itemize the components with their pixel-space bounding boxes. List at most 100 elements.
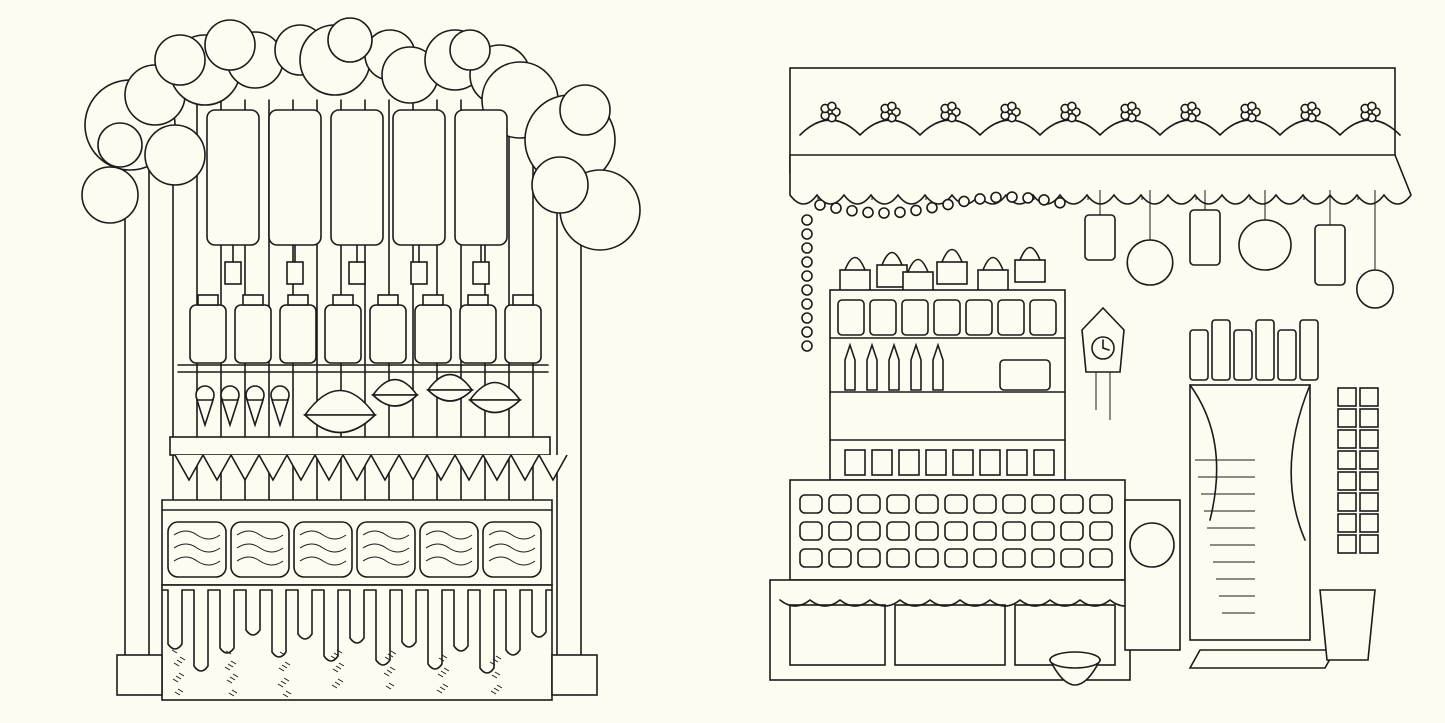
- bunting-flag: [314, 454, 344, 482]
- pastry: [857, 548, 881, 568]
- candy-dispensers: [206, 109, 508, 285]
- bunting-flag: [202, 454, 232, 482]
- sprinkle: [490, 690, 497, 695]
- cup: [1006, 449, 1028, 476]
- pastry: [1060, 494, 1084, 514]
- pastry: [1089, 548, 1113, 568]
- flower-petal: [1307, 101, 1317, 112]
- greeting-card: [1359, 492, 1379, 512]
- candy-swirl: [236, 556, 284, 566]
- sprinkle: [278, 667, 285, 672]
- cup: [979, 449, 1001, 476]
- candy-swirl: [299, 543, 347, 553]
- sprinkle: [436, 689, 443, 694]
- garland-bead: [1038, 194, 1050, 206]
- sprinkle: [438, 657, 445, 662]
- plant-leaves: [982, 256, 1004, 271]
- plant-pot: [1014, 259, 1046, 283]
- greeting-card: [1359, 450, 1379, 470]
- sprinkle: [230, 660, 237, 665]
- greeting-card: [1359, 513, 1379, 533]
- balloon: [327, 17, 373, 63]
- sprinkle: [338, 662, 345, 667]
- jar-lid: [197, 294, 219, 306]
- candy-jar: [369, 304, 407, 364]
- sprinkle: [227, 663, 234, 668]
- sprinkle: [282, 693, 289, 698]
- garland-bead: [1054, 196, 1066, 209]
- sprinkle: [171, 649, 178, 654]
- pastry: [1002, 548, 1026, 568]
- sprinkle: [336, 649, 343, 654]
- pastry: [1060, 548, 1084, 568]
- jar-lid: [377, 294, 399, 306]
- cup: [898, 449, 920, 476]
- sprinkle: [439, 686, 446, 691]
- sprinkle: [386, 669, 393, 674]
- sprinkle: [384, 656, 391, 661]
- pastry: [973, 494, 997, 514]
- counter-base-with-drips: [161, 584, 553, 701]
- lantern: [1126, 239, 1174, 286]
- garland-bead: [846, 204, 858, 217]
- candy-swirl: [425, 543, 473, 553]
- pastry: [944, 521, 968, 541]
- sundae-bowl: [371, 394, 419, 407]
- sprinkle: [489, 661, 496, 666]
- candy-tray: [293, 521, 353, 578]
- pastry: [1060, 521, 1084, 541]
- sprinkle: [283, 677, 290, 682]
- flower-petal: [1187, 101, 1197, 112]
- pastry: [828, 494, 852, 514]
- flower-petal: [947, 101, 957, 112]
- flower-petal: [1247, 101, 1257, 112]
- greeting-card: [1359, 471, 1379, 491]
- garland-bead: [894, 206, 906, 219]
- candy-swirl: [488, 543, 536, 553]
- pastry: [886, 548, 910, 568]
- lantern: [1084, 214, 1116, 261]
- sprinkle: [179, 656, 186, 661]
- sprinkle: [228, 692, 235, 697]
- sprinkle: [177, 688, 184, 693]
- sprinkle: [495, 655, 502, 660]
- candy-swirl: [173, 543, 221, 553]
- pastry: [886, 494, 910, 514]
- flower-petal: [1067, 101, 1077, 112]
- pastry: [973, 548, 997, 568]
- candy-jar: [504, 304, 542, 364]
- greeting-card: [1359, 534, 1379, 554]
- bunting-flag: [230, 454, 260, 482]
- candy-jar: [459, 304, 497, 364]
- greeting-card: [1337, 429, 1357, 449]
- bunting-flag: [538, 454, 568, 482]
- lantern: [1238, 219, 1292, 271]
- pastry: [799, 521, 823, 541]
- sprinkle: [176, 659, 183, 664]
- ice-cream-cone: [245, 399, 265, 428]
- pastry: [915, 521, 939, 541]
- back-jar: [1211, 319, 1231, 381]
- sprinkle: [442, 683, 449, 688]
- sprinkle: [172, 678, 179, 683]
- garland-bead: [926, 201, 938, 214]
- flower-petal: [887, 101, 897, 112]
- shelf-jar: [901, 299, 929, 336]
- pastry: [1002, 494, 1026, 514]
- greeting-card: [1337, 534, 1357, 554]
- shop-counter: [769, 479, 1141, 681]
- sprinkle: [280, 680, 287, 685]
- sprinkle: [335, 665, 342, 670]
- corner-shop-illustration: [769, 67, 1412, 686]
- flower-petal: [827, 101, 837, 112]
- garland-bead: [801, 340, 813, 352]
- sprinkle: [332, 668, 339, 673]
- plant-leaves: [1019, 246, 1041, 261]
- doorway-with-curtain: [1189, 384, 1311, 641]
- garland-bead: [801, 214, 813, 226]
- candy-stall-illustration: [81, 17, 641, 701]
- plant-pot: [977, 269, 1009, 293]
- plant-leaves: [907, 258, 929, 273]
- basket: [1048, 651, 1102, 686]
